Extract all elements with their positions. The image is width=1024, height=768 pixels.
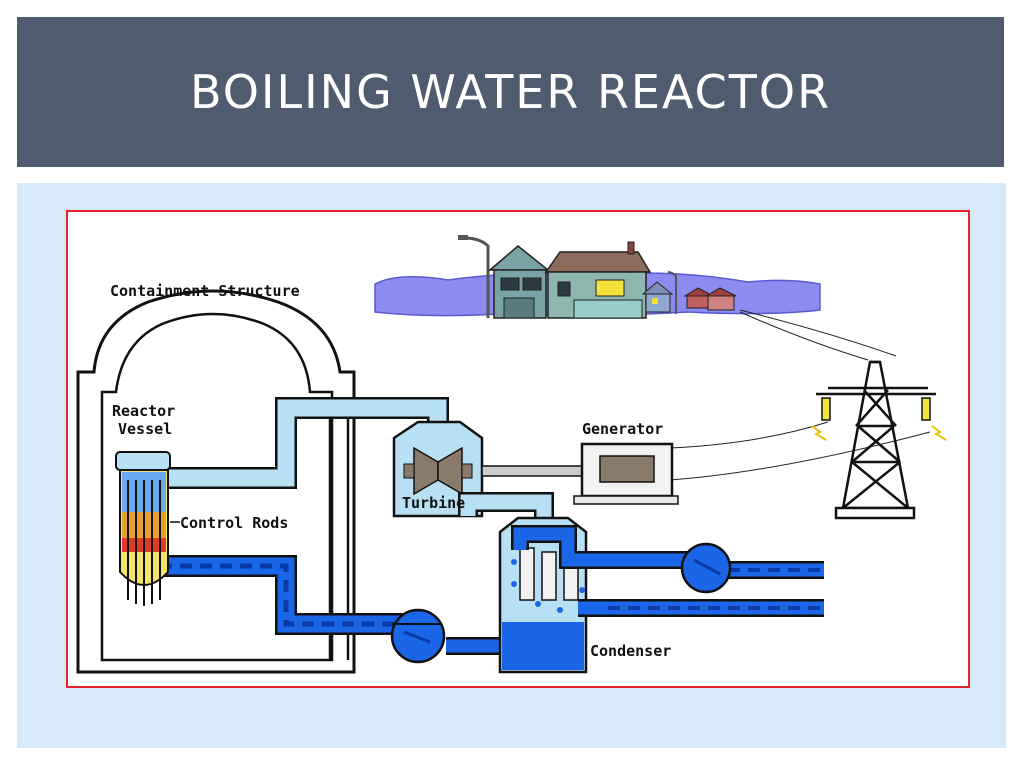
label-reactor-line2: Vessel xyxy=(118,420,172,438)
feedwater-pump xyxy=(390,608,446,664)
title-bar: BOILING WATER REACTOR xyxy=(17,17,1004,167)
label-control-rods: Control Rods xyxy=(180,514,288,532)
label-reactor-line1: Reactor xyxy=(112,402,175,420)
house-small-2 xyxy=(683,287,737,311)
town-scene xyxy=(374,235,821,319)
turbine-shaft xyxy=(481,465,583,477)
diagram-frame: Containment Structure Reactor Vessel Con… xyxy=(66,210,970,688)
transmission-tower xyxy=(811,360,947,520)
label-condenser: Condenser xyxy=(590,642,671,660)
slide-title: BOILING WATER REACTOR xyxy=(189,65,832,119)
small-lamp xyxy=(667,271,677,314)
label-containment-structure: Containment Structure xyxy=(110,282,300,300)
house-small-1 xyxy=(641,281,674,313)
house-main xyxy=(487,241,652,319)
generator xyxy=(573,442,679,505)
label-turbine: Turbine xyxy=(402,494,465,512)
bwr-diagram: Containment Structure Reactor Vessel Con… xyxy=(76,235,947,674)
label-generator: Generator xyxy=(582,420,663,438)
reactor-vessel xyxy=(115,451,171,606)
cooling-pump xyxy=(680,542,732,594)
